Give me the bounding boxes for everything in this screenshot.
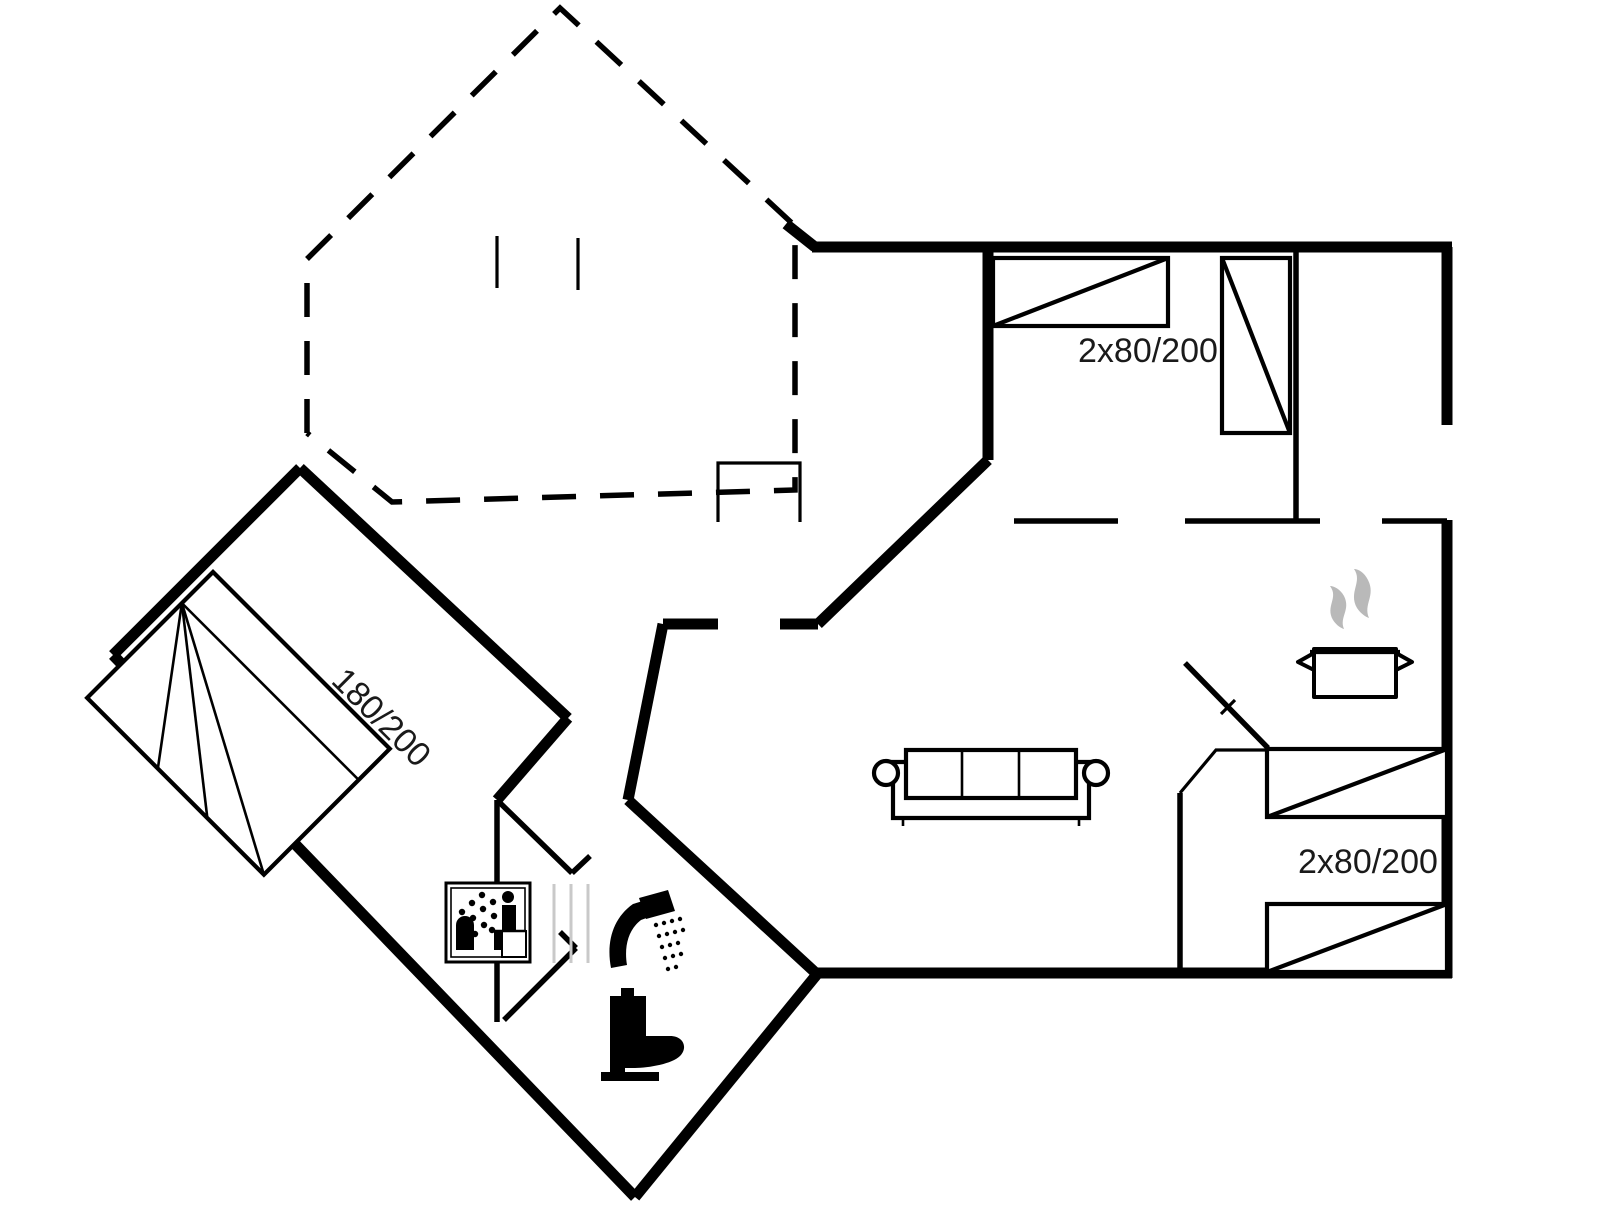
bed-fold-2	[180, 602, 209, 819]
sofa-icon	[871, 747, 1111, 826]
sauna-bench	[501, 930, 527, 958]
pot-handle-right	[1394, 651, 1414, 672]
bed-fold-3	[156, 602, 184, 769]
bed-fold	[1220, 257, 1292, 434]
toilet-cistern	[610, 996, 646, 1036]
shower-arm	[609, 900, 652, 968]
interior-walls	[1014, 250, 1447, 975]
sauna-stove	[456, 916, 474, 950]
sauna-icon	[444, 881, 532, 964]
pot-handle-left	[1296, 651, 1316, 672]
bed-pillow-line	[180, 602, 360, 781]
bed-fold	[992, 256, 1169, 328]
steam-left	[1330, 586, 1347, 629]
bed-southeast-lower	[1264, 901, 1450, 975]
door-swing-kitchen	[1183, 661, 1270, 750]
sofa-arm-right	[1081, 758, 1111, 788]
bed-north	[990, 255, 1171, 329]
toilet-base	[601, 1072, 659, 1081]
sauna-person-shin	[494, 939, 501, 950]
wall-bath-jamb-a	[570, 854, 592, 875]
cooking-pot-icon	[1296, 569, 1414, 699]
shower-water	[653, 916, 686, 972]
entrance-niche	[716, 461, 802, 522]
bed-northeast	[1219, 255, 1293, 436]
terrace-outline	[304, 4, 798, 505]
label-southeast-bed-size: 2x80/200	[1298, 843, 1438, 881]
sofa-back	[903, 747, 1079, 801]
label-north-bed-size: 2x80/200	[1078, 332, 1218, 370]
shower-head	[639, 890, 675, 919]
wall-bath-a	[495, 798, 574, 875]
bed-fold	[1266, 902, 1448, 974]
bed-fold-1	[180, 602, 266, 876]
toilet-bowl	[610, 1036, 685, 1078]
toilet-icon	[601, 988, 685, 1081]
wall-bath-jamb-b	[558, 930, 578, 950]
toilet-button	[621, 988, 634, 997]
bed-master-double	[84, 569, 393, 878]
wall-bath-b	[502, 946, 578, 1022]
bed-frame	[84, 569, 393, 878]
bed-southeast-upper	[1264, 746, 1450, 820]
bed-fold	[1266, 747, 1448, 819]
sauna-person-torso	[502, 905, 516, 931]
shower-icon	[609, 890, 686, 972]
steam-right	[1354, 569, 1371, 618]
pot-body	[1312, 647, 1398, 699]
wall-kitchen-angle	[1178, 748, 1266, 795]
sauna-person-head	[502, 891, 514, 903]
sofa-arm-left	[871, 758, 901, 788]
door-leaf-kitchen	[1219, 698, 1237, 716]
